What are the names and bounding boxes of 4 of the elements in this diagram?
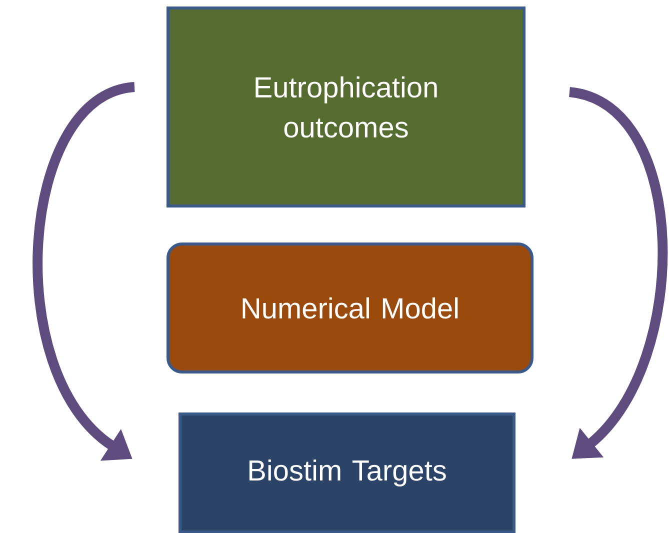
target-box: Biostim Targets	[178, 412, 516, 533]
model-box: Numerical Model	[166, 242, 534, 374]
outcome-box: Eutrophication outcomes	[166, 6, 526, 208]
curved-arrow	[568, 87, 668, 459]
